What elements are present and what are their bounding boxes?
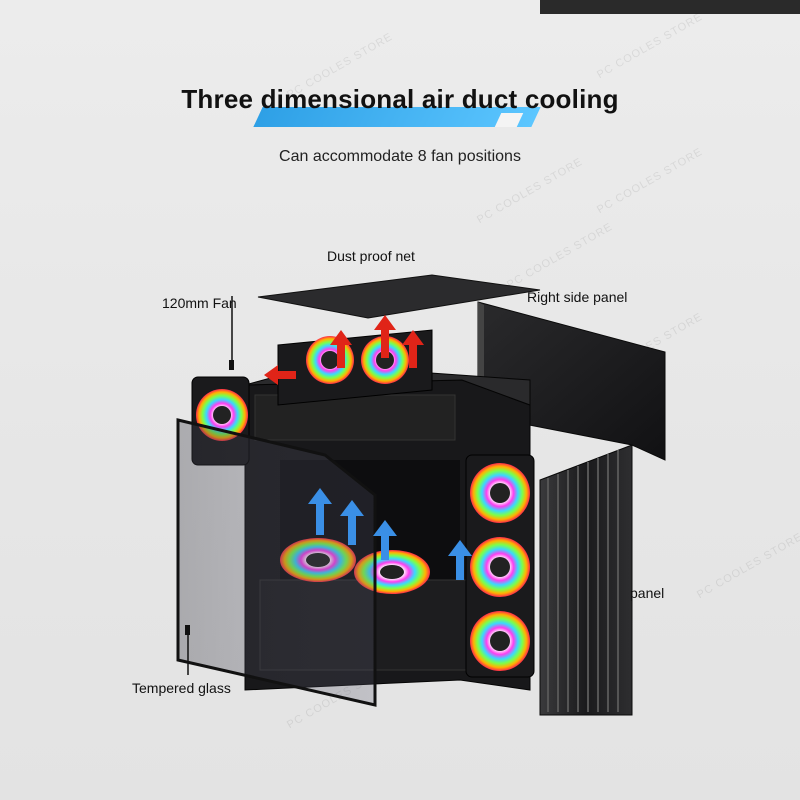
top-fan-1-hub xyxy=(321,351,339,369)
label-tempered-glass: Tempered glass xyxy=(132,680,231,696)
tempered-glass xyxy=(176,418,377,707)
page-subtitle: Can accommodate 8 fan positions xyxy=(279,148,521,165)
label-leader-marker xyxy=(185,625,190,635)
front-panel-fins xyxy=(547,450,619,712)
label-dust-proof-net: Dust proof net xyxy=(327,248,415,264)
intake-arrows xyxy=(308,488,472,580)
label-panel: panel xyxy=(630,585,665,601)
front-fan-2-hub xyxy=(490,557,510,577)
page-title: Three dimensional air duct cooling xyxy=(181,84,619,114)
label-leader-marker xyxy=(229,360,234,370)
top-dark-strip xyxy=(540,0,800,14)
label-right-side-panel: Right side panel xyxy=(527,289,628,305)
bottom-fan-2-hub xyxy=(380,565,404,579)
rear-fan-hub xyxy=(213,406,231,424)
front-fan-1-hub xyxy=(490,483,510,503)
dust-proof-net xyxy=(257,274,541,319)
top-fan-2-hub xyxy=(376,351,394,369)
label-120mm-fan: 120mm Fan xyxy=(162,295,237,311)
front-fan-3-hub xyxy=(490,631,510,651)
exhaust-arrows xyxy=(264,315,424,385)
